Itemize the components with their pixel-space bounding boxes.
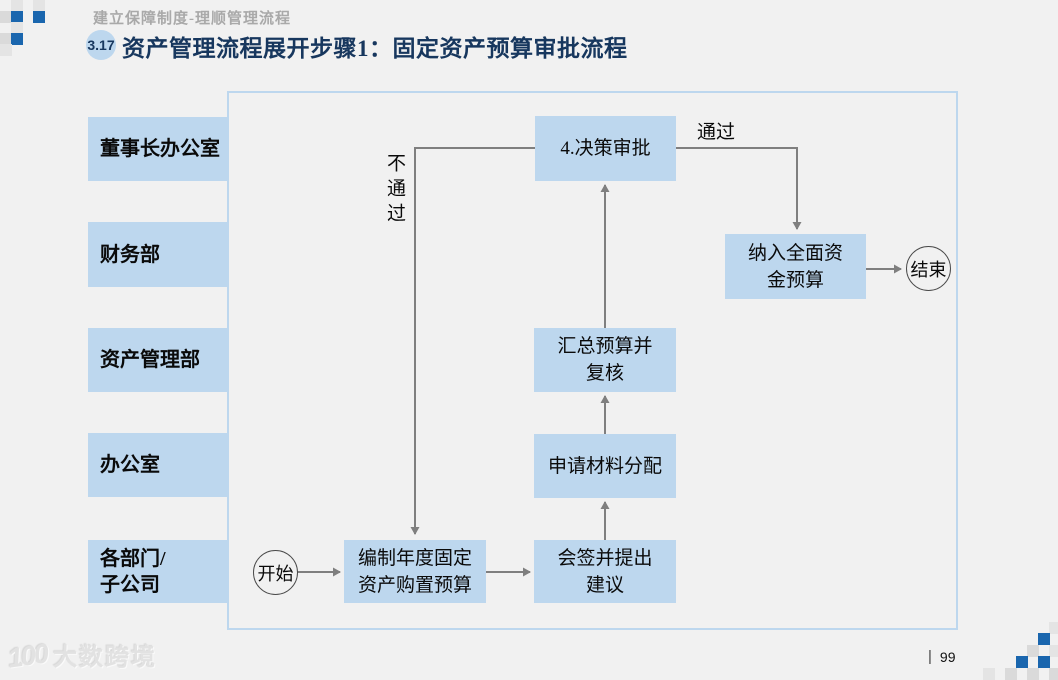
deco-square [0,44,12,56]
deco-square [1005,668,1017,680]
node-countersign-suggest: 会签并提出 建议 [534,540,676,603]
node-material-distribution: 申请材料分配 [534,434,676,498]
watermark-logo: 100 [6,638,49,674]
swimlane-chairman-office: 董事长办公室 [88,117,227,181]
watermark-text: 大数跨境 [53,644,158,671]
deco-square [11,33,23,45]
deco-square [1049,645,1058,657]
section-number-badge: 3.17 [86,30,116,60]
deco-square [1016,656,1028,668]
deco-square [0,11,12,23]
deco-square [33,11,45,23]
swimlane-departments: 各部门/ 子公司 [88,540,227,603]
deco-square [1027,668,1039,680]
end-terminal: 结束 [906,246,951,291]
node-decision-approval: 4.决策审批 [535,116,676,181]
slide-eyebrow: 建立保障制度-理顺管理流程 [93,11,291,27]
deco-square [1049,668,1058,680]
watermark: 100 大数跨境 [6,637,158,674]
node-prepare-budget: 编制年度固定 资产购置预算 [344,540,486,603]
deco-square [11,11,23,23]
page-number: 99 [939,648,956,665]
swimlane-finance-dept: 财务部 [88,222,227,287]
flowchart-frame [227,91,958,630]
page-number-separator: | [928,648,932,665]
deco-square [0,33,12,45]
deco-square [1027,645,1039,657]
deco-square [1049,622,1058,634]
edge-label-pass: 通过 [697,122,736,143]
swimlane-asset-mgmt-dept: 资产管理部 [88,328,227,392]
page-footer: | 99 [928,648,955,665]
page-title: 资产管理流程展开步骤1：固定资产预算审批流程 [122,36,628,61]
deco-square [1038,633,1050,645]
start-terminal: 开始 [253,550,298,595]
deco-square [33,0,45,12]
deco-square [11,22,23,34]
node-summarize-review: 汇总预算并 复核 [534,328,676,392]
edge-label-fail: 不通过 [384,153,405,228]
deco-square [1038,656,1050,668]
swimlane-office: 办公室 [88,433,227,497]
deco-square [983,668,995,680]
node-include-in-budget: 纳入全面资 金预算 [725,234,866,299]
deco-square [11,0,23,12]
